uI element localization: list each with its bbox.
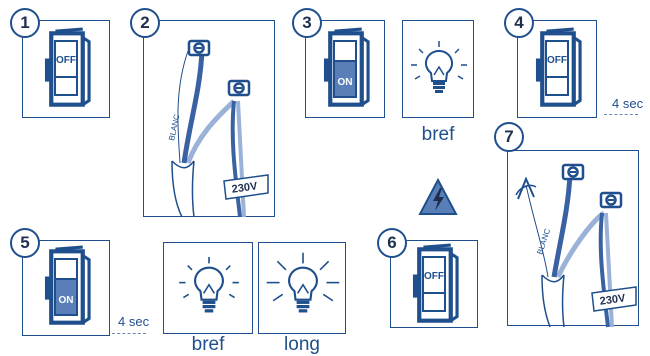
duration-label: 4 sec [118,314,150,329]
step-3-panel: ON [305,20,385,118]
switch-on-label: ON [338,77,353,88]
step-1-panel: OFF [22,20,110,118]
short-flash-label: bref [191,334,225,355]
step-badge: 4 [504,8,534,38]
switch-on-label: ON [59,295,74,306]
step-badge: 1 [10,8,40,38]
step-badge: 7 [494,122,524,152]
step-3-bulb-panel [402,20,474,118]
duration-line [604,114,638,115]
switch-off-label: OFF [56,55,76,66]
switch-icon: OFF [530,27,586,111]
switch-off-label: OFF [547,55,567,66]
switch-icon: OFF [407,243,463,327]
step-5-bulb-long-panel [258,242,346,334]
step-badge: 2 [130,8,160,38]
step-4-panel: OFF [517,20,597,118]
wiring-diagram: 230V BLANC [167,39,269,218]
bulb-icon [179,257,239,321]
switch-off-label: OFF [424,271,444,282]
bulb-icon [266,252,340,321]
switch-icon: ON [39,245,95,329]
long-flash-label: long [284,334,320,355]
step-2-panel: 230V BLANC [143,20,275,218]
step-7-panel: 230V BLANC [507,150,639,328]
step-6-panel: OFF [390,240,478,328]
switch-icon: ON [318,27,374,111]
step-5-bulb-short-panel [163,242,253,334]
short-flash-label: bref [421,124,455,145]
voltage-label: 230V [231,180,259,196]
wiring-diagram: 230V BLANC [515,163,637,328]
duration-line [112,333,146,334]
duration-label: 4 sec [612,96,644,111]
step-badge: 6 [377,228,407,258]
warning-icon [418,177,458,215]
voltage-label: 230V [599,292,627,308]
step-badge: 5 [10,228,40,258]
step-badge: 3 [292,8,322,38]
bulb-icon [411,41,467,101]
step-5-panel: ON [22,240,110,336]
switch-icon: OFF [39,27,95,111]
